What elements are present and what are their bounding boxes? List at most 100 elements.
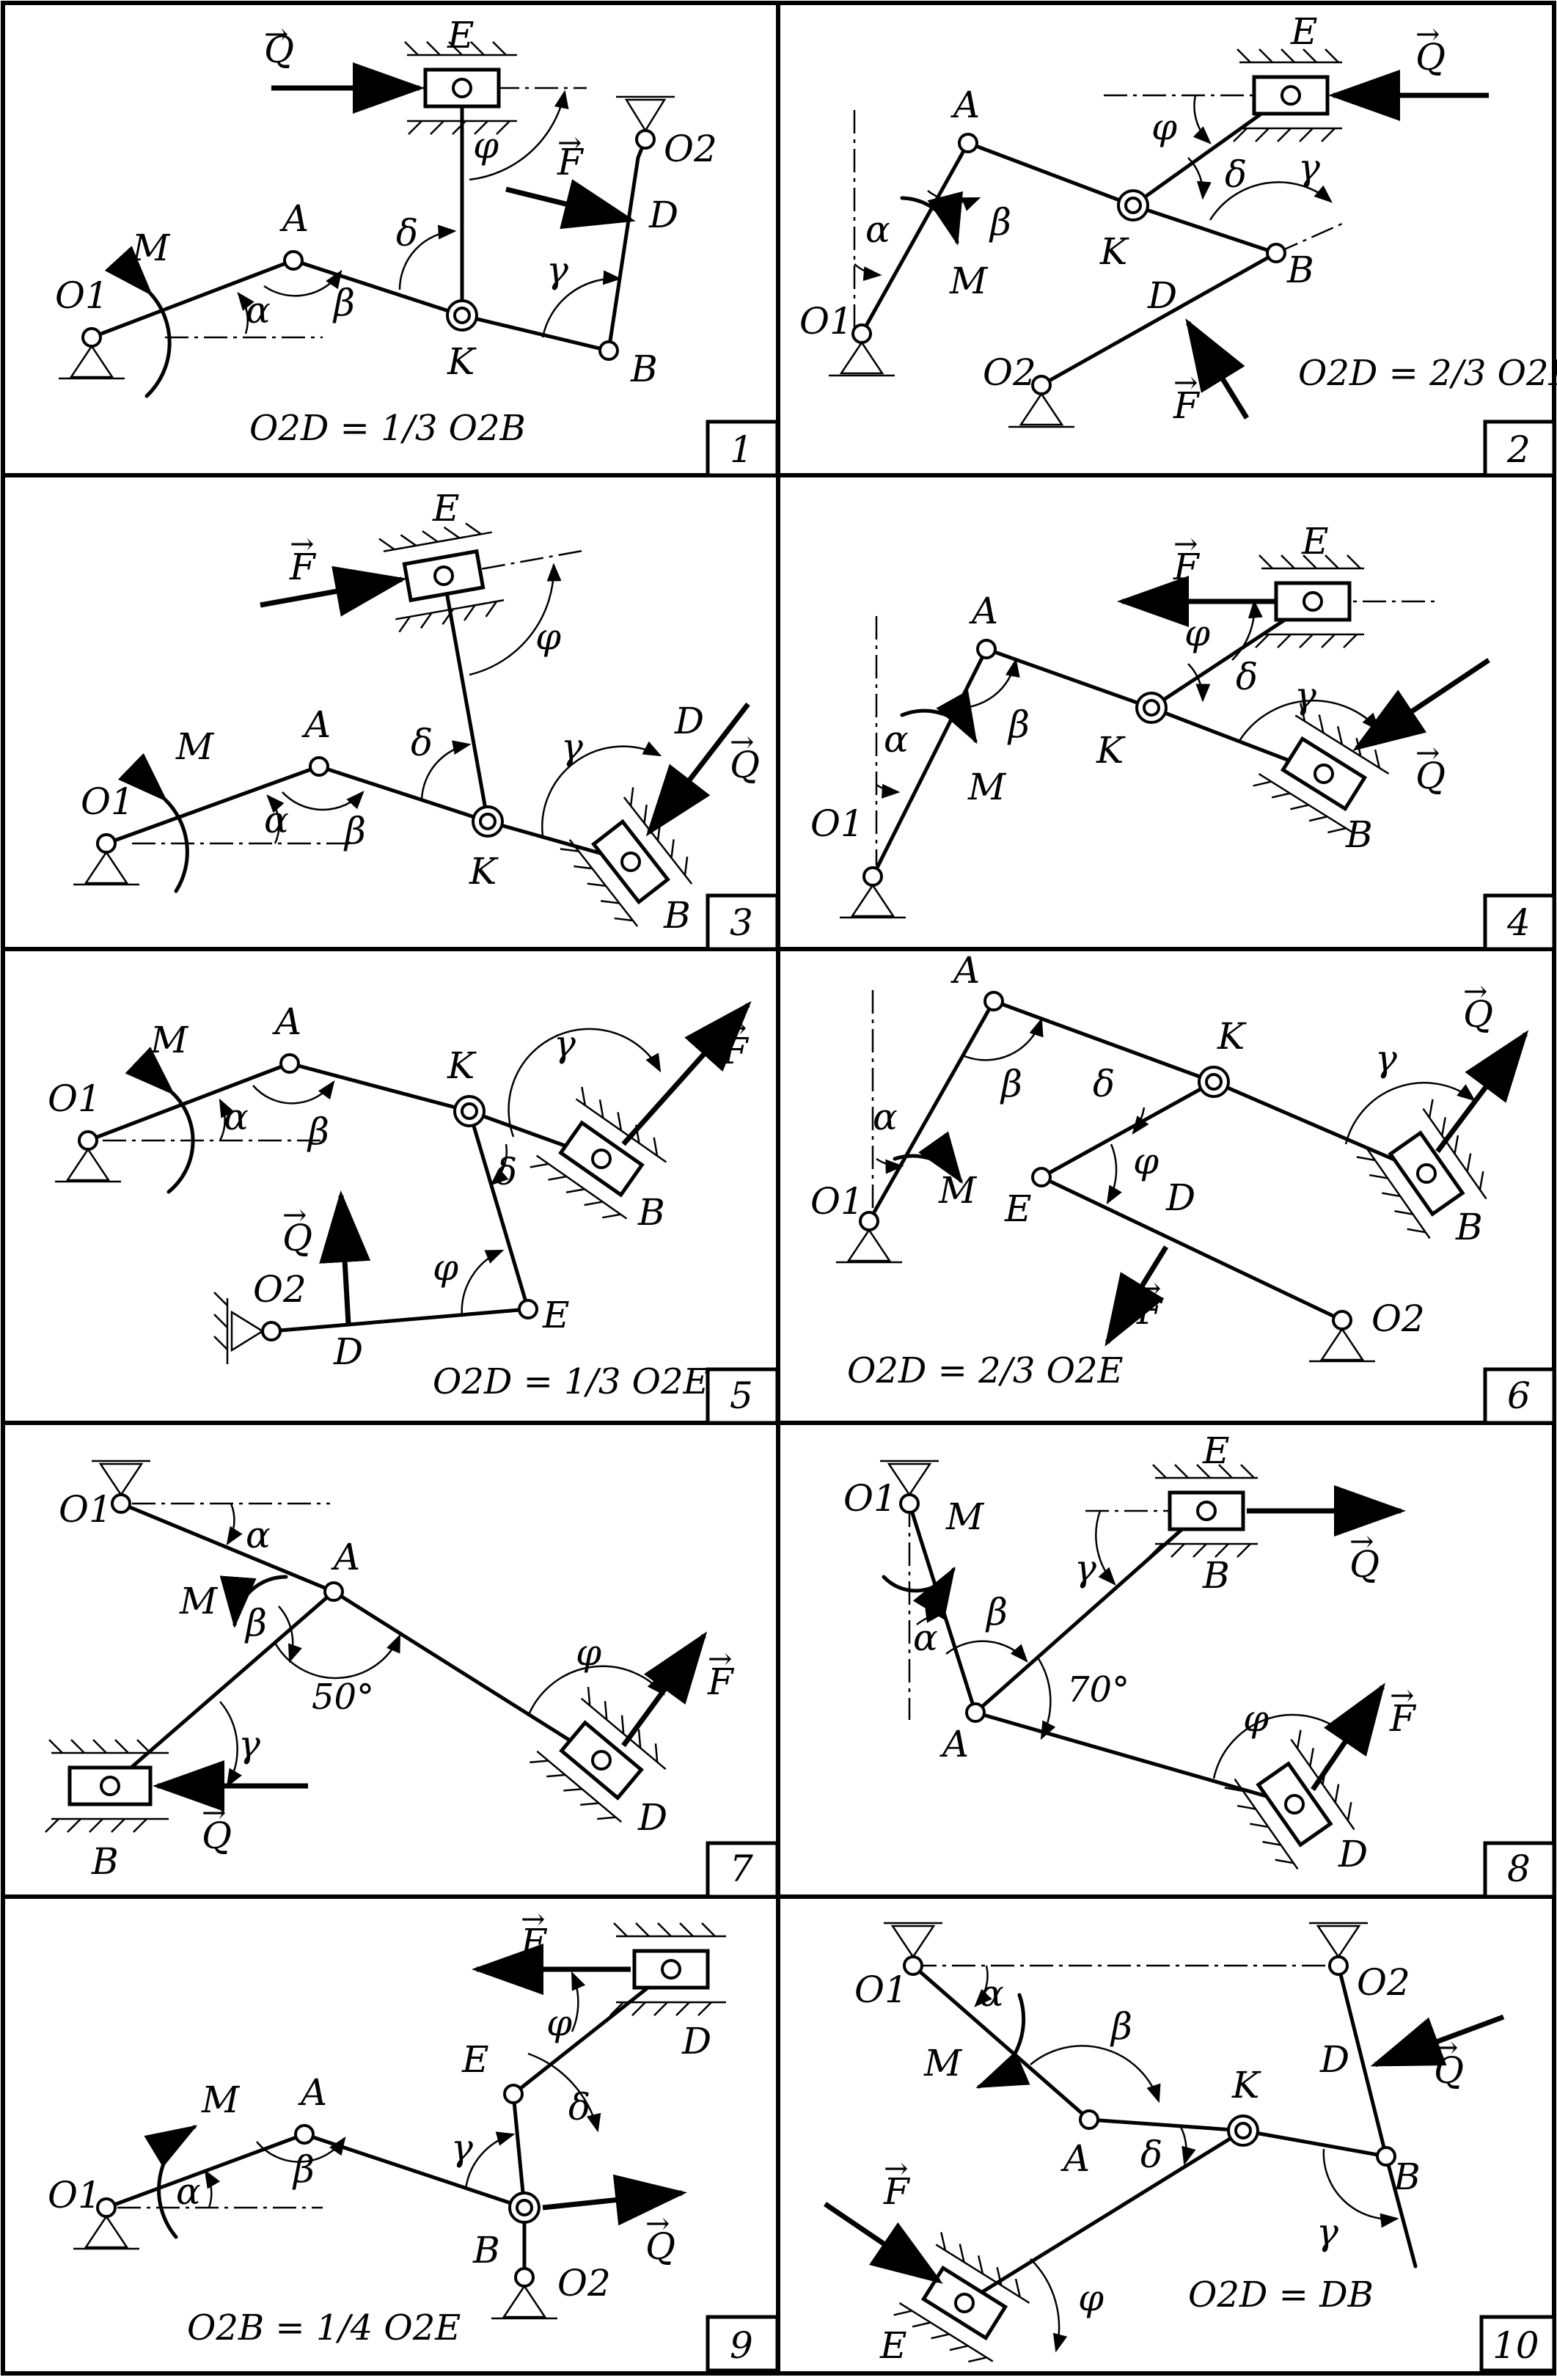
label-p6-A: A [950, 949, 980, 992]
label-p10-Q: Q [1434, 2049, 1464, 2092]
label-p10-O2: O2 [1357, 1961, 1410, 2004]
svg-text:→: → [730, 725, 755, 759]
label-p2-beta: β [989, 201, 1011, 244]
label-p1-delta: δ [396, 212, 418, 255]
label-p2-M: M [949, 260, 989, 302]
label-p7-alpha: α [246, 1514, 271, 1556]
label-p9-B: B [472, 2229, 500, 2271]
label-p2-B: B [1286, 249, 1314, 291]
label-p4-delta: δ [1236, 656, 1258, 698]
label-p5-B: B [637, 1191, 665, 1234]
label-p4-B: B [1345, 813, 1373, 856]
label-p2-D: D [1147, 274, 1177, 317]
label-p6-gamma: γ [1375, 1037, 1397, 1080]
label-p4-E: E [1301, 520, 1329, 563]
label-p5-A: A [272, 1000, 301, 1043]
panel-number-8: 8 [1507, 1848, 1531, 1890]
label-p1-E: E [447, 14, 475, 56]
label-p5-K: K [447, 1044, 477, 1087]
label-p5-beta: β [307, 1110, 329, 1153]
label-p2-delta: δ [1225, 153, 1247, 196]
panel-10: O1 α O2 β M D Q → K A δ B F → γ φ E O2D … [824, 1922, 1556, 2373]
label-p2-F: F [1173, 384, 1201, 427]
panel-number-1: 1 [730, 428, 753, 471]
label-p8-M: M [945, 1495, 985, 1538]
label-p3-Q: Q [730, 744, 760, 786]
label-p2-phi: φ [1151, 106, 1177, 148]
label-p7-O1: O1 [59, 1488, 112, 1531]
svg-text:→: → [884, 2152, 909, 2186]
caption-p10: O2D = DB [1188, 2274, 1374, 2315]
label-p9-F: F [520, 1921, 548, 1963]
label-p1-alpha: α [246, 289, 271, 332]
label-p3-B: B [663, 894, 691, 937]
label-p6-O2: O2 [1371, 1297, 1425, 1340]
svg-text:→: → [1415, 736, 1440, 770]
label-p10-alpha: α [979, 1972, 1004, 2015]
label-p7-D: D [637, 1796, 667, 1839]
label-p3-beta: β [343, 810, 366, 852]
panel-number-9: 9 [730, 2324, 753, 2367]
svg-text:→: → [521, 1903, 546, 1936]
panel-8: E O1 M γ B Q → β α 70° A φ F → D 8 [843, 1429, 1556, 1899]
caption-p2: O2D = 2/3 O2B [1298, 353, 1557, 394]
label-p4-gamma: γ [1294, 674, 1316, 717]
label-p5-alpha: α [224, 1096, 249, 1138]
label-p8-E: E [1202, 1429, 1230, 1472]
svg-text:→: → [1390, 1679, 1415, 1713]
label-p10-O1: O1 [854, 1969, 908, 2011]
label-p6-O1: O1 [810, 1180, 864, 1223]
label-p1-F: F [557, 141, 585, 183]
svg-text:→: → [282, 1198, 307, 1232]
label-p3-O1: O1 [81, 780, 134, 823]
label-p8-gamma: γ [1074, 1547, 1096, 1589]
label-p1-gamma: γ [546, 249, 568, 291]
caption-p6: O2D = 2/3 O2E [847, 1350, 1124, 1391]
label-p10-A: A [1060, 2137, 1090, 2180]
svg-text:→: → [722, 1011, 747, 1045]
label-p6-alpha: α [873, 1096, 898, 1138]
label-p3-alpha: α [264, 799, 289, 841]
label-p10-B: B [1393, 2156, 1421, 2198]
panel-3: E F → φ M A δ γ D Q → O1 α β K B 3 [73, 487, 780, 951]
label-p4-phi: φ [1184, 612, 1210, 654]
label-p10-M: M [923, 2042, 963, 2084]
panel-number-5: 5 [730, 1374, 753, 1417]
label-p9-O1: O1 [48, 2174, 101, 2216]
label-p1-A: A [279, 197, 309, 240]
panel-2: Q → E A φ δ γ K B α β M O1 D F → O2 O2D … [799, 10, 1557, 477]
label-p6-E: E [1004, 1187, 1032, 1230]
label-p9-Q: Q [645, 2225, 675, 2268]
label-p8-O1: O1 [843, 1477, 897, 1520]
label-p4-M: M [967, 766, 1007, 808]
label-p1-D: D [648, 194, 678, 236]
label-p10-K: K [1231, 2064, 1261, 2106]
label-p3-phi: φ [535, 615, 561, 658]
label-p9-delta: δ [568, 2086, 590, 2128]
label-p1-beta: β [332, 282, 355, 324]
label-p9-O2: O2 [557, 2262, 611, 2304]
svg-text:→: → [1137, 1272, 1162, 1306]
label-p2-A: A [950, 84, 980, 126]
label-p7-B: B [91, 1840, 119, 1883]
label-p1-B: B [630, 348, 658, 390]
label-p5-F: F [722, 1030, 750, 1072]
svg-text:→: → [1415, 18, 1440, 51]
label-p8-phi: φ [1243, 1697, 1269, 1740]
label-p10-E: E [879, 2324, 907, 2367]
label-p3-F: F [289, 546, 317, 588]
label-p5-E: E [542, 1294, 570, 1336]
svg-text:→: → [557, 126, 582, 160]
label-p4-alpha: α [884, 718, 909, 761]
label-p6-Q: Q [1463, 993, 1493, 1036]
label-p3-delta: δ [411, 722, 433, 764]
label-p1-Q: Q [264, 29, 294, 71]
label-p10-gamma: γ [1316, 2211, 1338, 2253]
label-p4-Q: Q [1415, 755, 1446, 797]
label-p9-E: E [461, 2038, 489, 2081]
label-p6-D: D [1165, 1176, 1195, 1219]
panel-number-3: 3 [730, 901, 753, 944]
label-p9-A: A [298, 2071, 327, 2114]
svg-text:→: → [264, 18, 289, 51]
